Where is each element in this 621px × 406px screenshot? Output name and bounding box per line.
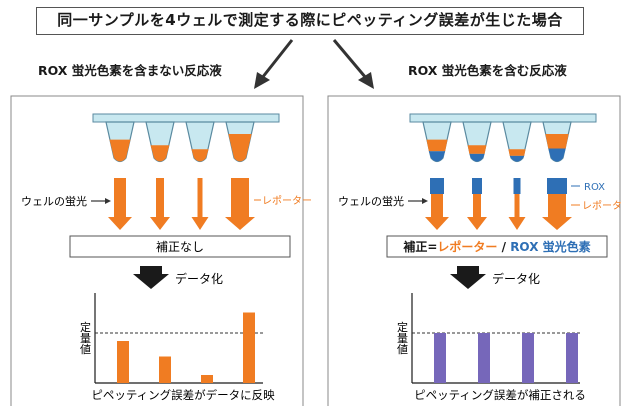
well-reporter-liquid (467, 145, 487, 154)
rox-signal-block (472, 178, 482, 194)
chart-bar (117, 341, 129, 383)
well-liquid (191, 149, 209, 162)
correction-part: レポーター (437, 239, 497, 254)
chart-bar (201, 375, 213, 383)
well-plate-bar (92, 113, 280, 123)
well-reporter-liquid (545, 134, 569, 149)
data-arrow-shaft (457, 266, 479, 274)
pcr-well (225, 121, 255, 163)
well-rox-liquid (469, 153, 485, 162)
well-rox-liquid (428, 151, 446, 162)
correction-part: ROX 蛍光色素 (510, 239, 590, 254)
data-arrow-head (133, 274, 169, 289)
rox-signal-block (430, 178, 444, 194)
pcr-well (185, 121, 215, 163)
left-panel (10, 95, 304, 406)
well-fluorescence-label: ウェルの蛍光 (21, 194, 87, 208)
well-liquid (109, 139, 131, 162)
well-reporter-liquid (426, 139, 448, 152)
rox-signal-block (547, 178, 567, 194)
correction-label: 補正なし (156, 240, 204, 254)
chart-ylabel: 定量値 (396, 320, 409, 355)
reporter-signal-arrow (467, 194, 487, 230)
data-label: データ化 (175, 271, 223, 286)
branch-arrow-left (254, 39, 294, 89)
pcr-well (502, 121, 532, 163)
pcr-well (542, 121, 572, 163)
correction-part: / (497, 240, 510, 254)
reporter-signal-arrow (425, 194, 449, 230)
pointer-arrowhead (105, 198, 111, 204)
well-fluorescence-label: ウェルの蛍光 (338, 194, 404, 208)
reporter-label: レポーター (262, 195, 312, 207)
well-plate-bar (409, 113, 597, 123)
left-subtitle: ROX 蛍光色素を含まない反応液 (38, 63, 222, 78)
pcr-well (105, 121, 135, 163)
chart-bar (522, 333, 534, 383)
right-subtitle: ROX 蛍光色素を含む反応液 (408, 63, 567, 78)
correction-formula: 補正=レポーター / ROX 蛍光色素 (402, 239, 590, 254)
right-panel (327, 95, 621, 406)
branch-arrow-right (332, 39, 374, 89)
reporter-signal-arrow (108, 178, 132, 230)
data-label: データ化 (492, 271, 540, 286)
page-title: 同一サンプルを4ウェルで測定する際にピペッティング誤差が生じた場合 (36, 7, 584, 35)
correction-box (69, 235, 291, 258)
well-liquid (150, 145, 170, 162)
correction-box (386, 235, 608, 258)
chart-caption: ピペッティング誤差がデータに反映 (91, 388, 275, 402)
data-arrow-head (450, 274, 486, 289)
well-rox-liquid (548, 148, 566, 162)
reporter-signal-arrow (191, 178, 209, 230)
reporter-signal-arrow (150, 178, 170, 230)
data-arrow-shaft (140, 266, 162, 274)
reporter-signal-arrow (225, 178, 255, 230)
reporter-signal-arrow (508, 194, 526, 230)
well-reporter-liquid (508, 149, 526, 156)
chart-bar (434, 333, 446, 383)
well-liquid (228, 134, 252, 162)
reporter-signal-arrow (542, 194, 572, 230)
pcr-well (462, 121, 492, 163)
chart-caption: ピペッティング誤差が補正される (414, 388, 586, 402)
chart-ylabel: 定量値 (79, 320, 92, 355)
rox-signal-block (513, 178, 521, 194)
rox-label: ROX (584, 182, 605, 193)
well-rox-liquid (509, 155, 525, 162)
pointer-arrowhead (422, 198, 428, 204)
chart-bar (478, 333, 490, 383)
chart-bar (566, 333, 578, 383)
reporter-label: レポーター (582, 200, 621, 212)
pcr-well (145, 121, 175, 163)
chart-bar (159, 356, 171, 383)
correction-part: 補正= (402, 239, 437, 254)
pcr-well (422, 121, 452, 163)
chart-bar (243, 312, 255, 383)
